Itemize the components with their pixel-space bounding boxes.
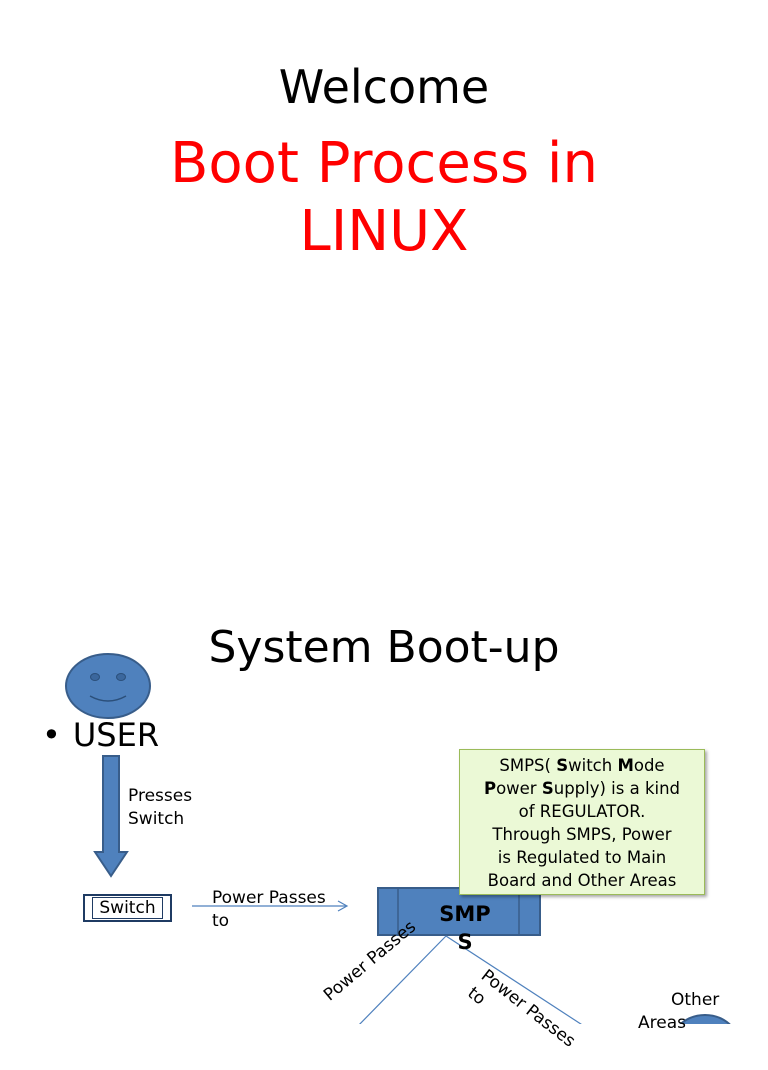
- other-areas-line-1: Other: [671, 990, 720, 1010]
- switch-box: Switch: [83, 894, 172, 922]
- presses-switch-label: Presses Switch: [128, 785, 192, 831]
- smps-box: [377, 887, 541, 936]
- other-areas-ellipse: [679, 1014, 731, 1024]
- title-line-1: Boot Process in: [170, 131, 598, 196]
- slide-title: Boot Process in LINUX: [0, 130, 768, 266]
- bullet-dot-icon: •: [42, 716, 61, 754]
- smps-label: SMP S: [398, 900, 532, 956]
- smps-line-1: SMP: [439, 902, 491, 926]
- note-line-6: Board and Other Areas: [487, 871, 677, 890]
- power-passes-line-1: Power Passes: [212, 888, 326, 908]
- switch-label: Switch: [92, 897, 163, 919]
- power-passes-line-2: to: [212, 911, 230, 931]
- user-bullet-text: USER: [72, 716, 160, 754]
- presses-line-2: Switch: [128, 809, 185, 829]
- note-line-1: SMPS( Switch Mode: [499, 756, 665, 775]
- note-line-3: of REGULATOR.: [518, 802, 646, 821]
- welcome-heading: Welcome: [278, 60, 490, 114]
- diagram-shapes: [65, 653, 731, 1024]
- smps-note-box: SMPS( Switch Mode Power Supply) is a kin…: [459, 749, 705, 895]
- smps-line-2: S: [457, 930, 473, 954]
- system-bootup-title: System Boot-up: [208, 622, 560, 673]
- note-line-4: Through SMPS, Power: [492, 825, 672, 844]
- right-diagonal-connector: [445, 935, 582, 1024]
- title-line-2: LINUX: [299, 199, 469, 264]
- right-arrow-connector: [192, 900, 349, 912]
- note-line-5: is Regulated to Main: [497, 848, 667, 867]
- note-line-2: Power Supply) is a kind: [483, 779, 681, 798]
- other-areas-label: Other Areas: [638, 989, 719, 1035]
- power-passes-label: Power Passes to: [212, 887, 326, 933]
- left-diagonal-connector: [359, 935, 447, 1024]
- smiley-face-icon: [65, 653, 151, 719]
- down-arrow-icon: [93, 755, 129, 878]
- user-bullet: • USER: [42, 716, 159, 754]
- presses-line-1: Presses: [128, 786, 193, 806]
